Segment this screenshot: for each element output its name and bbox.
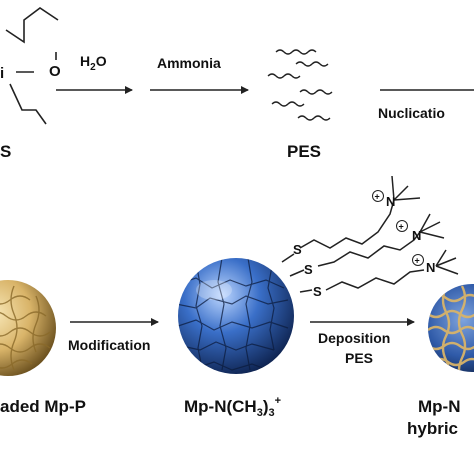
charge-circle (412, 254, 424, 266)
trimethyl-2 (419, 213, 445, 239)
ammonium-groups: + N + N + N (372, 190, 435, 275)
sulfur-atom: S (293, 242, 302, 257)
teos-ethyl-bond-bottom (9, 83, 47, 125)
mp-n-label: Mp-N(CH3)3+ (184, 395, 281, 419)
blue-pore-network (178, 258, 289, 371)
pes-chain (297, 115, 331, 121)
trimethyl-3 (435, 249, 459, 275)
pes-chain (295, 61, 329, 67)
charge-circle (396, 220, 408, 232)
charge-sign: + (375, 192, 380, 202)
nitrogen-atom: N (426, 260, 435, 275)
deposition-label-line2: PES (345, 350, 373, 366)
charge-sign: + (415, 256, 420, 266)
hybrid-label-line2: hybric (407, 419, 458, 438)
mp-p-label: aded Mp-P (0, 397, 86, 416)
pes-label: PES (287, 142, 321, 161)
nitrogen-atom: N (412, 228, 421, 243)
pes-chain (267, 73, 301, 79)
charge-sign: + (399, 222, 404, 232)
pes-chain (271, 101, 305, 107)
modification-label: Modification (68, 337, 150, 353)
teos-structure (5, 7, 59, 125)
blue-sphere-mp-n (178, 258, 294, 374)
sulfur-atoms: S S S (293, 242, 322, 299)
ammonia-label: Ammonia (157, 55, 221, 71)
linker-chain-3 (325, 269, 425, 291)
charge-circle (372, 190, 384, 202)
gold-pore-network (0, 285, 51, 371)
gold-sphere-mp-p (0, 280, 56, 376)
h2o-label: H2O (80, 53, 107, 73)
nitrogen-atom: N (386, 194, 395, 209)
teos-o-label: O (49, 63, 61, 80)
pes-chain (299, 89, 333, 95)
linker-bond (281, 253, 295, 263)
hybrid-label-line1: Mp-N (418, 397, 460, 416)
surface-linkers (281, 175, 459, 293)
linker-bond (289, 269, 305, 277)
linker-bond (299, 289, 313, 293)
pes-chains (267, 49, 333, 121)
hybrid-sphere (428, 284, 474, 372)
linker-chain-2 (317, 231, 421, 267)
teos-ethyl-bond-top (5, 7, 59, 44)
sulfur-atom: S (313, 284, 322, 299)
nucleation-label: Nuclicatio (378, 105, 445, 121)
pes-chain (275, 49, 317, 55)
deposition-label-line1: Deposition (318, 330, 390, 346)
trimethyl-1 (391, 175, 421, 201)
linker-chain-1 (299, 199, 395, 249)
sphere-highlight (196, 280, 232, 300)
teos-label: S (0, 142, 11, 161)
sulfur-atom: S (304, 262, 313, 277)
teos-si-label: i (0, 65, 4, 82)
